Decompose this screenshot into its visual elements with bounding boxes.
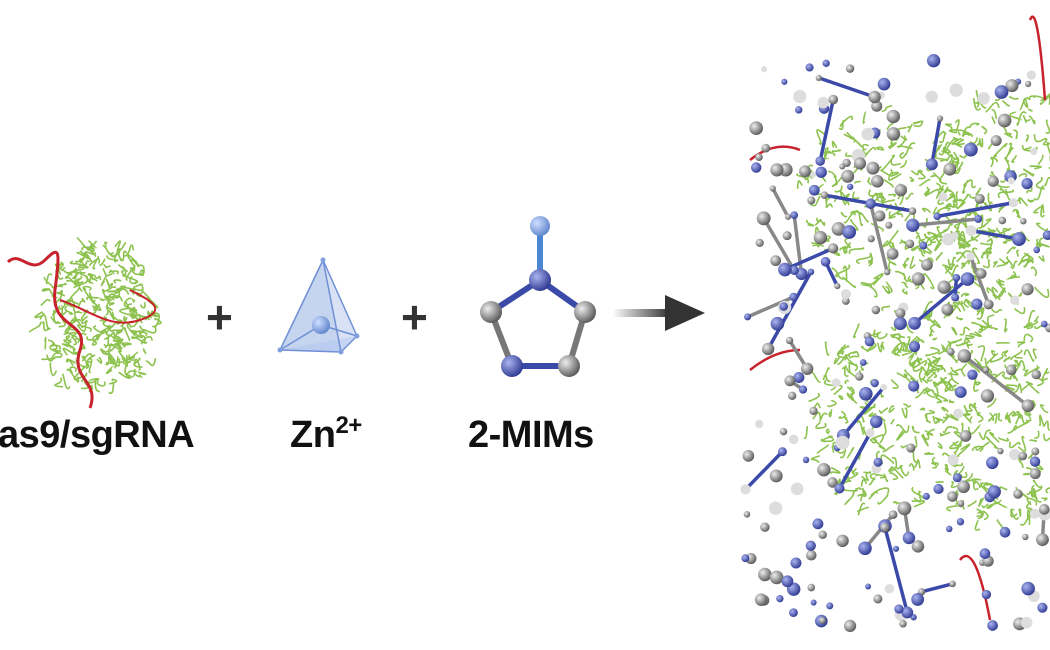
reaction-arrow xyxy=(612,295,705,331)
methyl-atom xyxy=(530,216,550,236)
cas9-sgrna-label: as9/sgRNA xyxy=(0,414,195,456)
zinc-symbol: Zn xyxy=(290,414,336,456)
zinc-tetrahedron xyxy=(277,257,360,355)
2-mim-label: 2-MIMs xyxy=(468,414,594,456)
plus-sign: + xyxy=(401,291,428,343)
biomof-framework xyxy=(740,15,1050,633)
zinc-label: Zn2+ xyxy=(290,412,362,457)
2-mim-molecule xyxy=(480,216,596,377)
sgrna-ribbon xyxy=(6,250,157,409)
plus-sign: + xyxy=(206,291,233,343)
zinc-charge: 2+ xyxy=(335,412,362,439)
cas9-protein-structure xyxy=(28,236,162,395)
